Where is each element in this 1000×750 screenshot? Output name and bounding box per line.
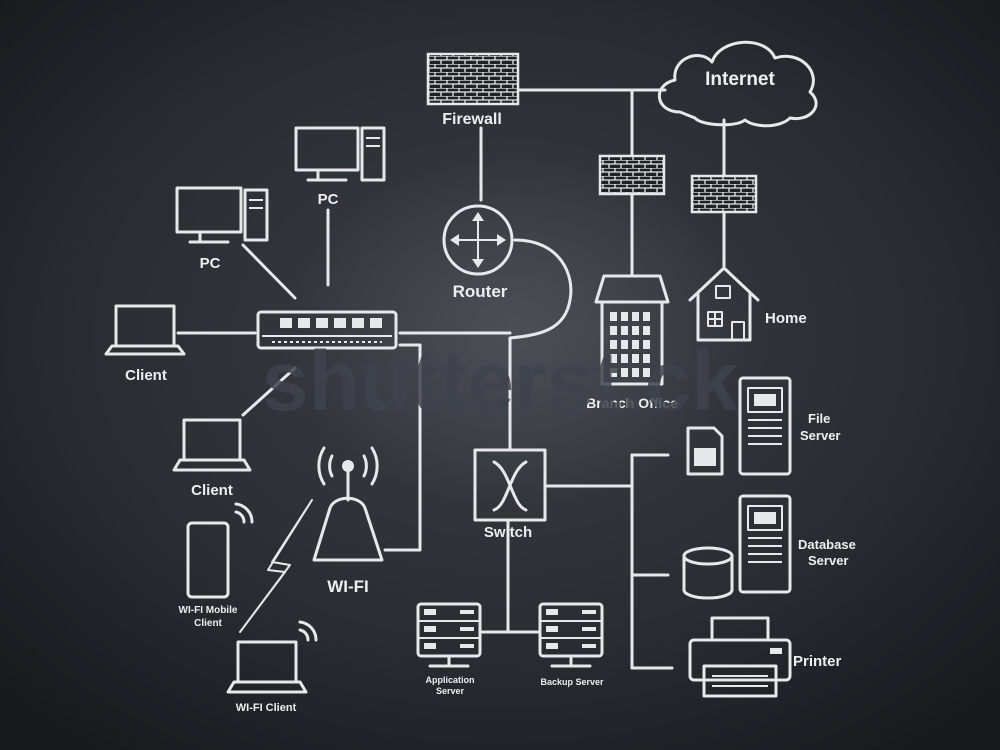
home-firewall-icon [690, 174, 758, 214]
client-laptop-icon-lower [172, 418, 252, 472]
wifi-client-label: WI-FI Client [236, 702, 297, 714]
home-label: Home [765, 310, 807, 327]
wifi-mobile-label-line2: Client [194, 618, 222, 629]
firewall-icon [426, 52, 520, 106]
branch-firewall-icon [598, 154, 666, 196]
switch-label: Switch [484, 524, 532, 541]
database-server-label-line2: Server [808, 553, 848, 568]
wifi-access-point-icon [312, 446, 384, 562]
application-server-icon [416, 602, 482, 668]
pc-top-label: PC [318, 191, 339, 208]
database-server-label-line1: Database [798, 537, 856, 552]
router-icon [442, 204, 514, 276]
application-server-label-line2: Server [436, 686, 465, 696]
chalk-smudge [290, 150, 750, 510]
database-server-icon [682, 494, 792, 600]
file-server-label-line2: Server [800, 428, 840, 443]
home-icon [688, 266, 760, 342]
client-lower-label: Client [191, 482, 233, 499]
pc-left-icon [175, 186, 269, 244]
wifi-label: WI-FI [327, 577, 369, 596]
firewall-label: Firewall [442, 111, 502, 128]
hub-icon [256, 310, 398, 350]
internet-label: Internet [705, 69, 775, 90]
backup-server-icon [538, 602, 604, 668]
branch-office-label: Branch Office [586, 395, 678, 411]
internet-cloud-icon [657, 40, 818, 128]
watermark: shutterst.ck [262, 334, 738, 428]
client-label: Client [125, 367, 167, 384]
branch-office-icon [594, 274, 670, 386]
wifi-mobile-label-line1: WI-FI Mobile [179, 605, 238, 616]
file-server-icon [686, 376, 792, 476]
printer-icon [688, 616, 792, 698]
connection-lines [176, 88, 726, 670]
switch-icon [473, 448, 547, 522]
client-laptop-icon [104, 304, 186, 356]
file-server-label-line1: File [808, 411, 830, 426]
wifi-mobile-client-icon [186, 502, 254, 599]
wifi-client-laptop-icon [226, 620, 318, 694]
printer-label: Printer [793, 653, 842, 670]
pc-left-label: PC [200, 255, 221, 272]
application-server-label-line1: Application [426, 675, 475, 685]
router-label: Router [453, 282, 508, 301]
backup-server-label: Backup Server [540, 677, 604, 687]
pc-top-icon [294, 126, 386, 182]
